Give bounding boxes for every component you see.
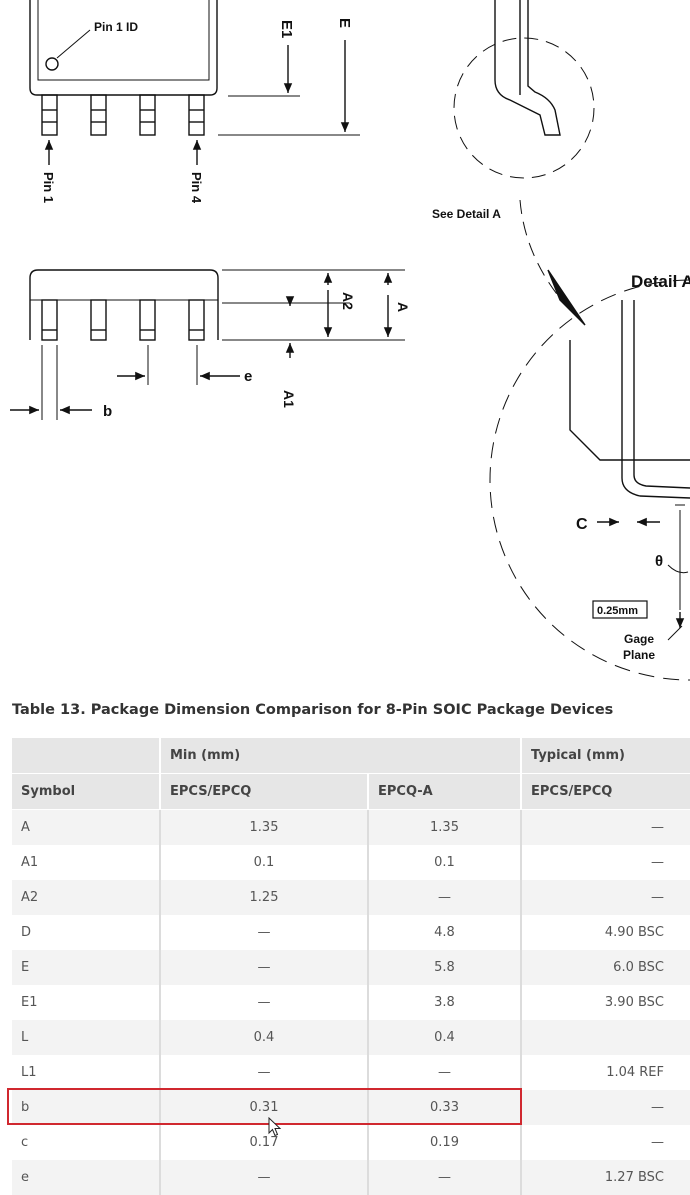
min-epcqa-cell: 0.1 — [368, 845, 522, 880]
typ-epcs-cell — [521, 1020, 690, 1055]
symbol-cell: L — [12, 1020, 161, 1055]
typ-epcs-cell: — — [651, 855, 664, 870]
see-detail-label: See Detail A — [432, 207, 501, 221]
min-epcs-cell: 1.35 — [160, 809, 369, 845]
table-row: D—4.8 4.90 BSC — [12, 915, 690, 950]
table-row: e——1.27 BSC — [12, 1160, 690, 1195]
mouse-cursor-icon — [268, 1117, 282, 1137]
plane-label: Plane — [623, 648, 655, 662]
a-label: A — [395, 302, 411, 312]
min-epcs-cell: 1.25 — [160, 880, 369, 915]
min-epcqa-cell: 4.8 — [368, 915, 522, 950]
symbol-cell: A1 — [12, 845, 161, 880]
symbol-cell: E1 — [12, 985, 161, 1020]
table-row: L1——1.04 REF — [12, 1055, 690, 1090]
gage-dim-label: 0.25mm — [597, 605, 638, 617]
symbol-cell: L1 — [12, 1055, 161, 1090]
min-epcqa-cell: 3.8 — [368, 985, 522, 1020]
symbol-header: Symbol — [12, 773, 161, 810]
min-epcs-cell: 0.1 — [160, 845, 369, 880]
min-epcqa-cell: 1.35 — [368, 809, 522, 845]
min-epcqa-cell: — — [368, 1055, 522, 1090]
c-label: C — [576, 516, 588, 533]
min-epcs-cell: 0.17 — [160, 1125, 369, 1160]
min-epcs-cell: — — [160, 985, 369, 1020]
table-row: E1—3.8 3.90 BSC — [12, 985, 690, 1020]
min-epcs-header: EPCS/EPCQ — [160, 773, 369, 810]
min-epcs-cell: — — [160, 1160, 369, 1195]
min-group-header: Min (mm) — [160, 738, 522, 774]
symbol-cell: e — [12, 1160, 161, 1195]
typ-epcs-cell: 3.90 BSC — [604, 995, 664, 1010]
a2-label: A2 — [340, 292, 356, 310]
pin1-id-label: Pin 1 ID — [94, 20, 138, 34]
pin4-label: Pin 4 — [189, 172, 204, 204]
detail-title: Detail A — [631, 272, 690, 291]
pin1-id-circle — [45, 57, 59, 71]
typ-epcs-cell: 1.27 BSC — [521, 1160, 690, 1195]
typ-epcs-cell: — — [521, 809, 690, 845]
min-epcs-cell: — — [160, 915, 369, 950]
dimension-table: Min (mm) Typical (mm) Symbol EPCS/EPCQ E… — [12, 738, 690, 1195]
table-title: Table 13. Package Dimension Comparison f… — [12, 702, 614, 718]
typ-epcs-cell: — — [521, 880, 690, 915]
gage-label: Gage — [624, 632, 654, 646]
min-epcqa-cell: — — [368, 1160, 522, 1195]
e1-label: E1 — [278, 20, 295, 38]
typ-epcs-header: EPCS/EPCQ — [521, 773, 690, 810]
min-epcs-cell: 0.31 — [160, 1090, 369, 1125]
min-epcqa-cell: 0.19 — [368, 1125, 522, 1160]
symbol-cell: c — [12, 1125, 161, 1160]
b-label: b — [103, 403, 112, 420]
symbol-cell: b — [12, 1090, 161, 1125]
min-epcqa-header: EPCQ-A — [368, 773, 522, 810]
a1-label: A1 — [281, 390, 297, 408]
min-epcqa-cell: 5.8 — [368, 950, 522, 985]
typ-epcs-cell: 1.04 REF — [606, 1065, 664, 1080]
min-epcs-cell: — — [160, 1055, 369, 1090]
highlight-box — [7, 1088, 522, 1125]
e-label: E — [336, 18, 353, 28]
typical-group-header: Typical (mm) — [521, 738, 690, 774]
pin1-label: Pin 1 — [41, 172, 56, 203]
typ-epcs-cell: — — [651, 1135, 664, 1150]
blank-header — [12, 738, 161, 774]
symbol-cell: A — [12, 809, 161, 845]
min-epcqa-cell: 0.4 — [368, 1020, 522, 1055]
min-epcs-cell: — — [160, 950, 369, 985]
theta-label: θ — [655, 553, 663, 570]
typ-epcs-cell: — — [521, 1090, 690, 1125]
typ-epcs-cell: 6.0 BSC — [521, 950, 690, 985]
symbol-cell: A2 — [12, 880, 161, 915]
symbol-cell: D — [12, 915, 161, 950]
e-pitch-label: e — [244, 368, 252, 385]
min-epcqa-cell: — — [368, 880, 522, 915]
min-epcs-cell: 0.4 — [160, 1020, 369, 1055]
package-drawing: Pin 1 ID E1 E Pin 1 Pin 4 See Detail A D… — [10, 0, 690, 681]
symbol-cell: E — [12, 950, 161, 985]
typ-epcs-cell: 4.90 BSC — [604, 925, 664, 940]
